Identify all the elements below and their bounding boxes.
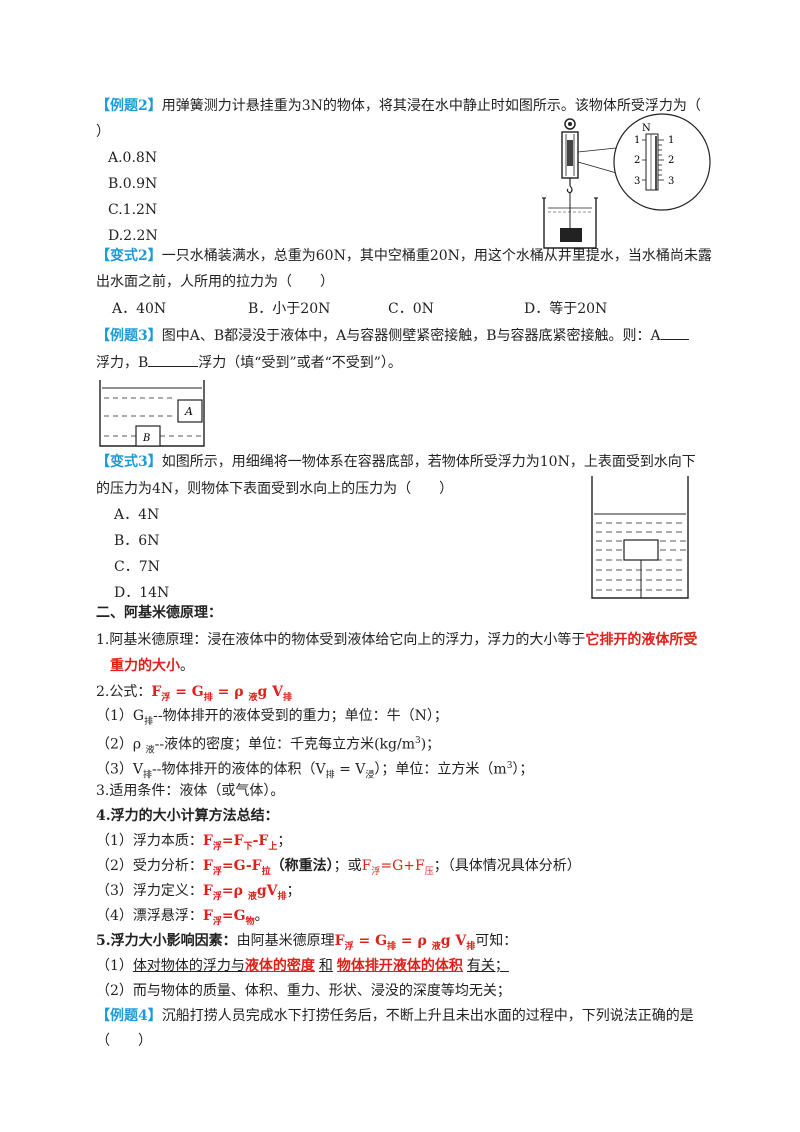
- principle-line-2: 重力的大小。: [110, 656, 194, 676]
- method-1: （1）浮力本质：F浮=F下-F上；: [96, 833, 292, 852]
- principle-line-1: 1.阿基米德原理：浸在液体中的物体受到液体给它向上的浮力，浮力的大小等于它排开的…: [96, 630, 697, 650]
- formula: F浮 = G排 = ρ 液g V排: [151, 684, 293, 703]
- example-3-line-2: 浮力，B 浮力（填“受到”或者“不受到”）。: [96, 352, 402, 373]
- variant-2-question: 【变式2】一只水桶装满水，总重为60N，其中空桶重20N，用这个水桶从井里提水，…: [96, 246, 712, 266]
- factor-2: （2）而与物体的质量、体积、重力、形状、浸没的深度等均无关；: [96, 983, 511, 999]
- variant-3-tag: 【变式3】: [96, 454, 162, 470]
- example-2-tag: 【例题2】: [96, 98, 162, 114]
- formula-item-2: （2）ρ 液--液体的密度；单位：千克每立方米(kg/m3)；: [96, 736, 441, 756]
- variant-3-option-a: A．4N: [114, 507, 160, 523]
- example-4-question: 【例题4】沉船打捞人员完成水下打捞任务后，不断上升且未出水面的过程中，下列说法正…: [96, 1006, 694, 1026]
- section-2-heading: 二、阿基米德原理：: [96, 605, 222, 621]
- variant-2-text-2: 出水面之前，人所用的拉力为（ ）: [96, 274, 334, 290]
- example-3-question: 【例题3】图中A、B都浸没于液体中，A与容器侧壁紧密接触，B与容器底紧密接触。则…: [96, 325, 689, 346]
- formula-item-1: （1）G排--物体排开的液体受到的重力；单位：牛（N）；: [96, 708, 448, 727]
- example-2-option-c: C.1.2N: [108, 202, 158, 218]
- example-3-tag: 【例题3】: [96, 328, 162, 344]
- container-ab-figure: A B: [99, 380, 205, 447]
- variant-3-text-2: 的压力为4N，则物体下表面受到水向上的压力为（ ）: [96, 481, 454, 497]
- section-4-heading: 4.浮力的大小计算方法总结：: [96, 808, 279, 824]
- principle-highlight-2: 重力的大小: [110, 658, 180, 674]
- answer-blank-a[interactable]: [660, 325, 689, 340]
- section-5-heading: 5.浮力大小影响因素：由阿基米德原理F浮 = G排 = ρ 液g V排可知：: [96, 933, 518, 952]
- variant-3-option-c: C．7N: [114, 559, 160, 575]
- scale-label-1-right: 1: [668, 135, 674, 146]
- principle-period: 。: [180, 658, 194, 674]
- example-3-text-2b: 浮力（填“受到”或者“不受到”）。: [198, 355, 402, 371]
- applicable-conditions: 3.适用条件：液体（或气体）。: [96, 783, 285, 799]
- variant-3-text-1: 如图所示，用细绳将一物体系在容器底部，若物体所受浮力为10N，上表面受到水向下: [161, 454, 696, 470]
- example-2-option-b: B.0.9N: [108, 176, 158, 192]
- label-b: B: [142, 433, 150, 444]
- spring-scale-figure: N 1 1 2 2 3 3: [542, 113, 711, 249]
- scale-label-2-left: 2: [634, 155, 640, 166]
- variant-2-text-1: 一只水桶装满水，总重为60N，其中空桶重20N，用这个水桶从井里提水，当水桶尚未…: [161, 248, 712, 264]
- example-2-text-end: ）: [96, 124, 110, 140]
- example-2-question: 【例题2】用弹簧测力计悬挂重为3N的物体，将其浸在水中静止时如图所示。该物体所受…: [96, 96, 701, 116]
- example-4-tag: 【例题4】: [96, 1008, 162, 1024]
- method-2: （2）受力分析：F浮=G-F拉（称重法）；或F浮=G+F压；（具体情况具体分析）: [96, 858, 581, 877]
- scale-label-3-left: 3: [634, 176, 640, 187]
- variant-2-tag: 【变式2】: [96, 248, 162, 264]
- formula-label: 2.公式：: [96, 684, 152, 700]
- variant-2-option-b: B．小于20N: [248, 301, 331, 317]
- formula-item-3: （3）V排--物体排开的液体的体积（V排 = V浸）；单位：立方米（m3）；: [96, 761, 534, 781]
- factor-1: （1）体对物体的浮力与液体的密度和物体排开液体的体积有关；: [96, 958, 509, 974]
- variant-3-option-d: D．14N: [114, 585, 170, 601]
- scale-label-1-left: 1: [634, 135, 640, 146]
- variant-3-option-b: B．6N: [114, 533, 160, 549]
- variant-2-option-d: D．等于20N: [524, 301, 608, 317]
- example-4-text-1: 沉船打捞人员完成水下打捞任务后，不断上升且未出水面的过程中，下列说法正确的是: [161, 1008, 694, 1024]
- method-3: （3）浮力定义：F浮=ρ 液gV排；: [96, 883, 301, 902]
- variant-2-option-c: C．0N: [388, 301, 434, 317]
- principle-highlight-1: 它排开的液体所受: [585, 632, 698, 648]
- formula-line: 2.公式：F浮 = G排 = ρ 液g V排: [96, 682, 292, 708]
- example-4-text-2: （ ）: [96, 1033, 152, 1049]
- method-4: （4）漂浮悬浮：F浮=G物。: [96, 908, 269, 927]
- tank-figure: [591, 476, 689, 599]
- example-3-text-1: 图中A、B都浸没于液体中，A与容器侧壁紧密接触，B与容器底紧密接触。则：A: [161, 328, 661, 344]
- example-2-text: 用弹簧测力计悬挂重为3N的物体，将其浸在水中静止时如图所示。该物体所受浮力为（: [161, 98, 701, 114]
- example-2-option-a: A.0.8N: [108, 150, 158, 166]
- principle-text: 1.阿基米德原理：浸在液体中的物体受到液体给它向上的浮力，浮力的大小等于: [96, 632, 586, 648]
- label-a: A: [184, 405, 193, 418]
- example-2-option-d: D.2.2N: [108, 228, 158, 244]
- variant-3-question: 【变式3】如图所示，用细绳将一物体系在容器底部，若物体所受浮力为10N，上表面受…: [96, 452, 696, 472]
- variant-2-option-a: A．40N: [112, 301, 167, 317]
- scale-label-3-right: 3: [668, 176, 674, 187]
- example-3-text-2a: 浮力，B: [96, 355, 149, 371]
- scale-label-2-right: 2: [668, 155, 674, 166]
- scale-label-n: N: [642, 123, 651, 134]
- answer-blank-b[interactable]: [148, 352, 199, 367]
